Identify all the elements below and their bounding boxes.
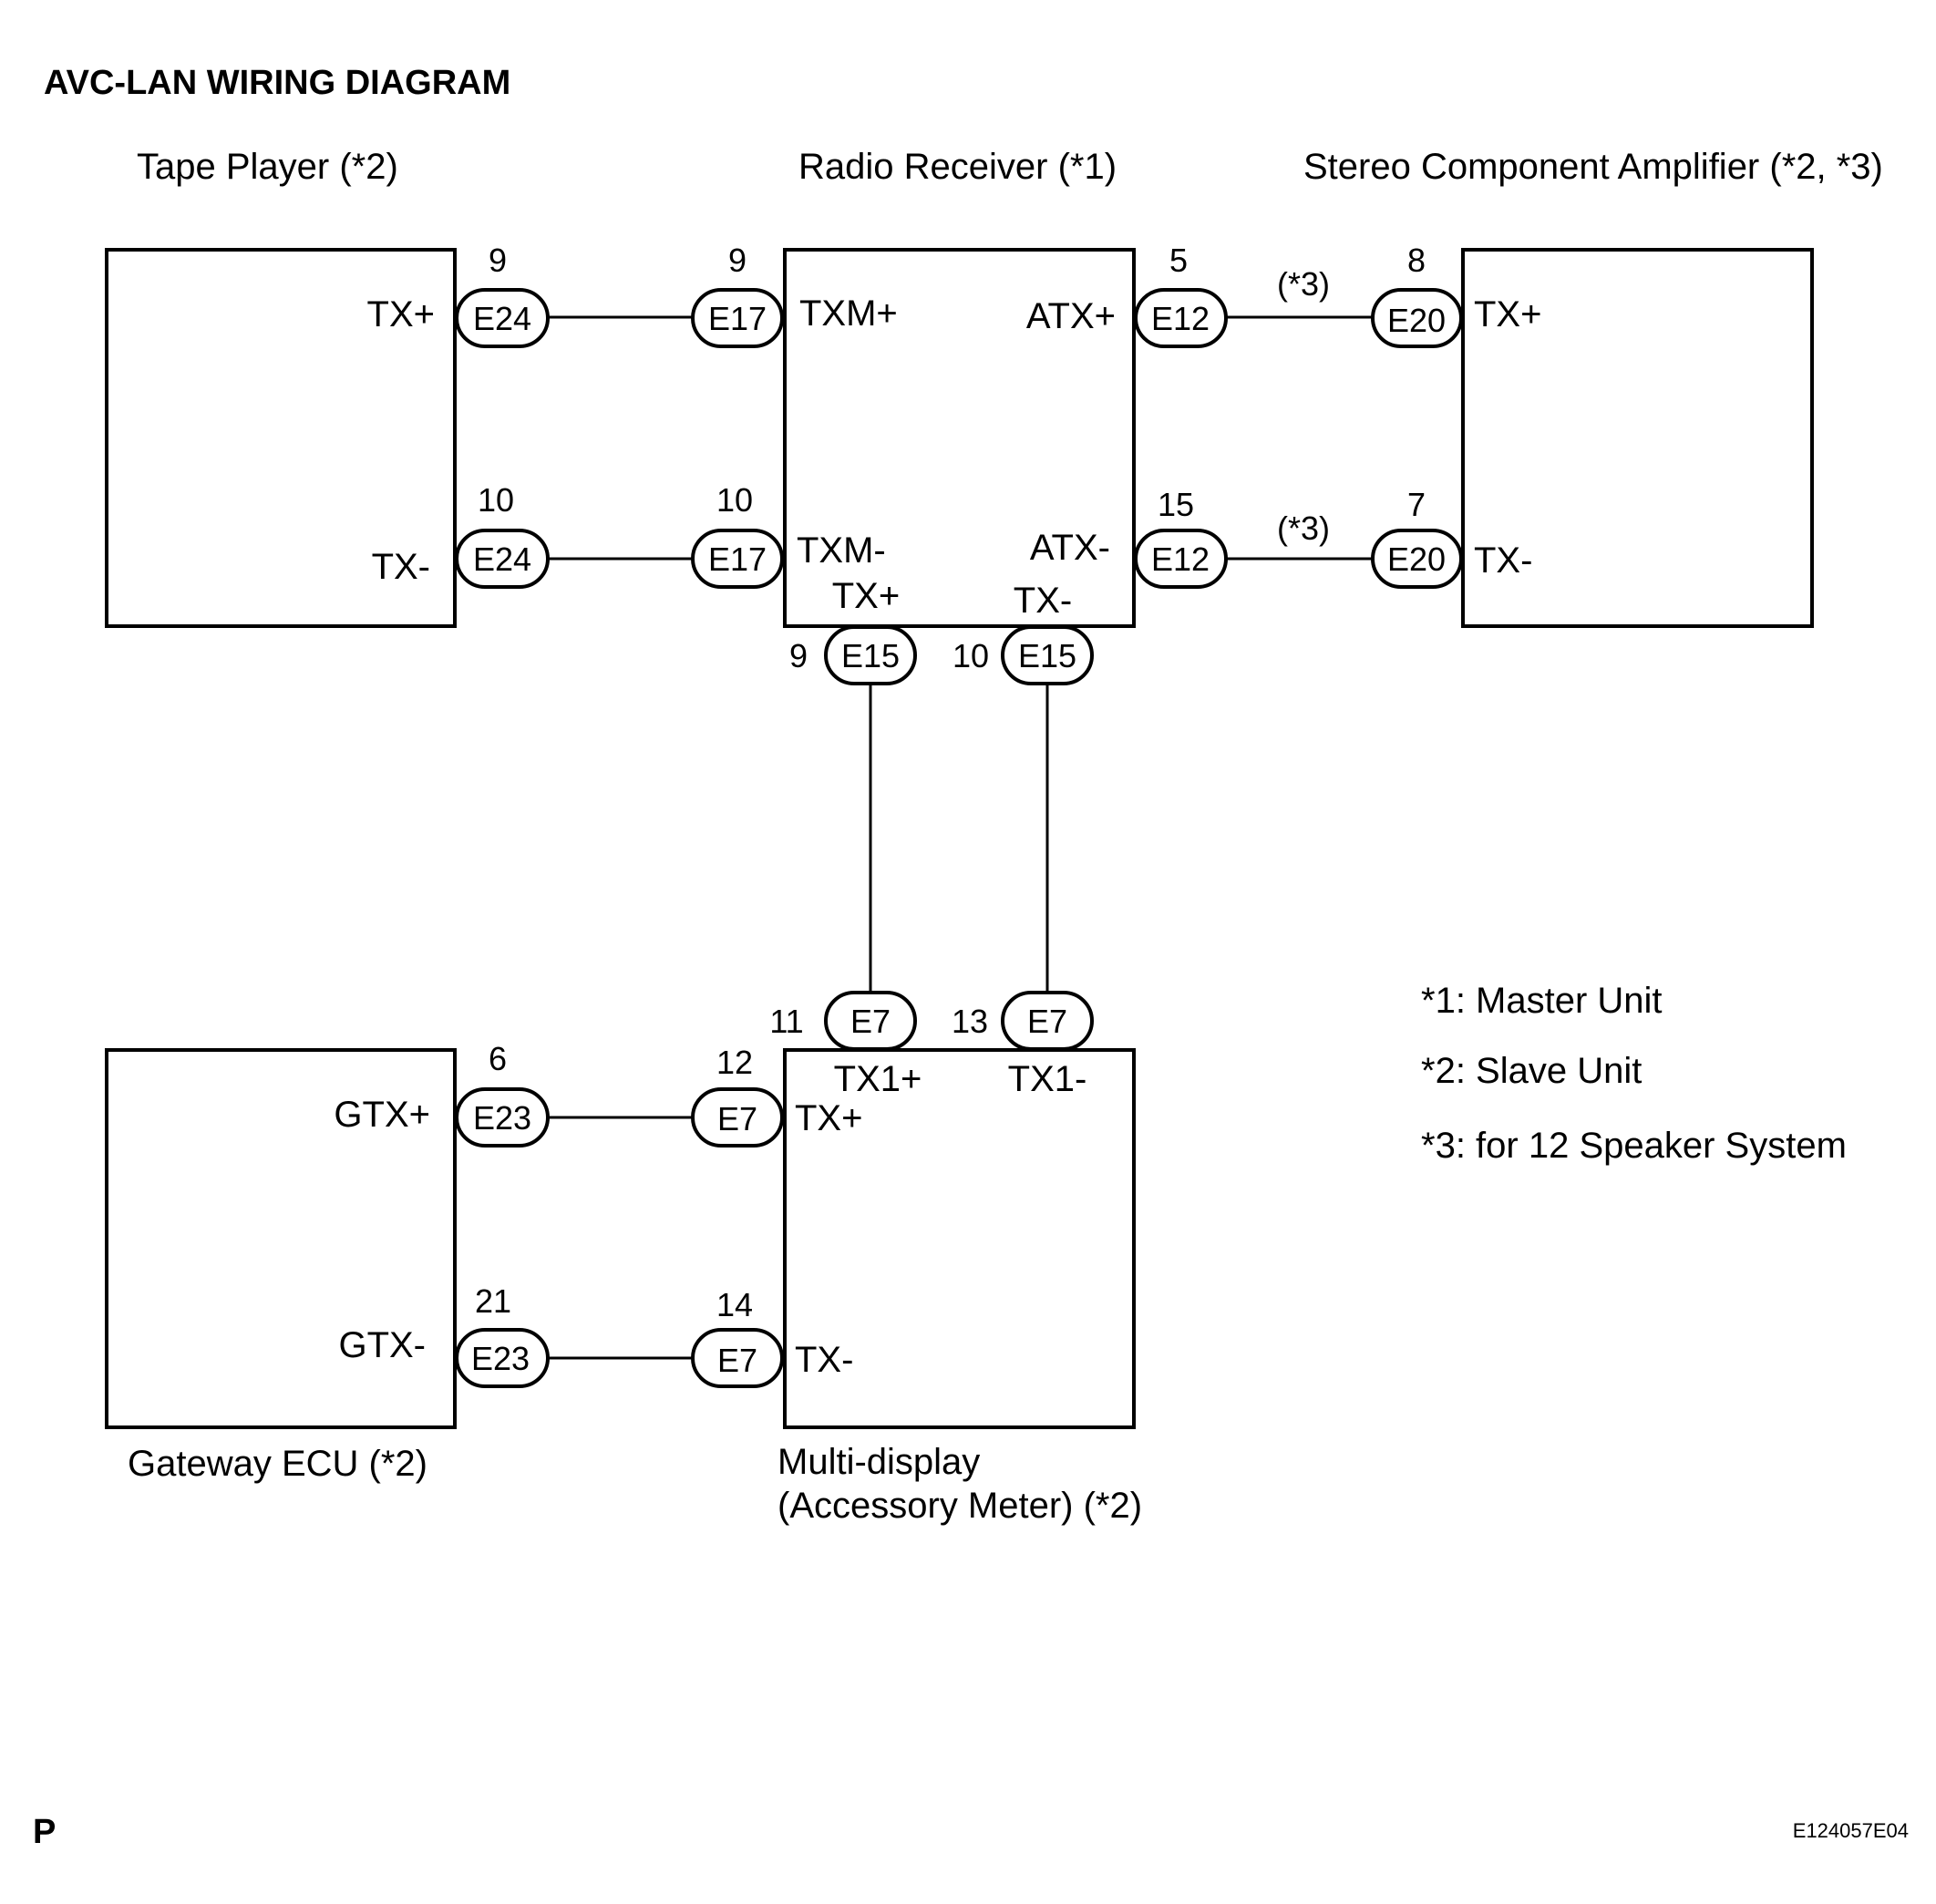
pin-number: 10 bbox=[478, 481, 514, 519]
connector-e12-15: E12 15 bbox=[1134, 486, 1228, 589]
diagram-title: AVC-LAN WIRING DIAGRAM bbox=[44, 64, 510, 102]
pin-number: 9 bbox=[789, 637, 808, 674]
connector-id: E15 bbox=[841, 637, 900, 674]
connector-id: E7 bbox=[850, 1003, 891, 1040]
connector-id: E17 bbox=[708, 540, 767, 578]
pin-number: 7 bbox=[1407, 486, 1426, 523]
figure-code: E124057E04 bbox=[1793, 1819, 1909, 1842]
pin-number: 9 bbox=[728, 242, 747, 279]
amp-tx-minus-label: TX- bbox=[1474, 540, 1532, 581]
connector-id: E7 bbox=[717, 1342, 757, 1379]
stereo-amp-label: Stereo Component Amplifier (*2, *3) bbox=[1303, 147, 1883, 187]
connector-id: E17 bbox=[708, 300, 767, 337]
pin-number: 11 bbox=[769, 1003, 803, 1040]
radio-receiver-box bbox=[783, 248, 1136, 628]
pin-number: 6 bbox=[489, 1040, 507, 1077]
connector-id: E24 bbox=[473, 300, 531, 337]
radio-receiver-label: Radio Receiver (*1) bbox=[798, 147, 1117, 187]
gateway-ecu-label: Gateway ECU (*2) bbox=[128, 1444, 427, 1484]
connector-id: E23 bbox=[473, 1099, 531, 1137]
display-tx-minus-label: TX- bbox=[795, 1340, 853, 1380]
tape-tx-plus-label: TX+ bbox=[367, 294, 435, 334]
pin-number: 12 bbox=[716, 1044, 753, 1081]
connector-e23-6: E23 6 bbox=[455, 1040, 550, 1148]
pin-number: 10 bbox=[953, 637, 989, 674]
connector-e15-10: E15 10 bbox=[953, 625, 1094, 685]
connector-e7-13: E7 13 bbox=[952, 991, 1094, 1051]
tape-tx-minus-label: TX- bbox=[372, 547, 430, 587]
connector-id: E12 bbox=[1151, 300, 1210, 337]
connector-e24-9: E24 9 bbox=[455, 242, 550, 348]
display-tx-plus-label: TX+ bbox=[795, 1098, 862, 1138]
tape-player-label: Tape Player (*2) bbox=[137, 147, 398, 187]
radio-tx-minus-label: TX- bbox=[1014, 581, 1072, 621]
connector-id: E7 bbox=[1027, 1003, 1067, 1040]
tape-player-box bbox=[105, 248, 457, 628]
corner-letter: P bbox=[33, 1813, 56, 1851]
display-tx1-plus-label: TX1+ bbox=[834, 1059, 922, 1099]
connector-e15-9: E15 9 bbox=[789, 625, 917, 685]
pin-number: 9 bbox=[489, 242, 507, 279]
connector-id: E24 bbox=[473, 540, 531, 578]
display-tx1-minus-label: TX1- bbox=[1008, 1059, 1087, 1099]
radio-tx-plus-label: TX+ bbox=[832, 576, 900, 616]
connector-id: E7 bbox=[717, 1100, 757, 1137]
radio-txm-plus-label: TXM+ bbox=[799, 293, 898, 334]
pin-number: 15 bbox=[1158, 486, 1194, 523]
connector-id: E15 bbox=[1018, 637, 1076, 674]
connector-e7-11: E7 11 bbox=[769, 991, 917, 1051]
gateway-gtx-plus-label: GTX+ bbox=[334, 1095, 430, 1135]
pin-number: 5 bbox=[1169, 242, 1188, 279]
connector-e12-5: E12 5 bbox=[1134, 242, 1228, 348]
pin-number: 13 bbox=[952, 1003, 988, 1040]
wire-note-amp-plus: (*3) bbox=[1277, 265, 1330, 303]
gateway-gtx-minus-label: GTX- bbox=[338, 1325, 426, 1365]
note-slave-unit: *2: Slave Unit bbox=[1421, 1051, 1642, 1091]
connector-e24-10: E24 10 bbox=[455, 481, 550, 589]
multi-display-box bbox=[783, 1048, 1136, 1429]
connector-e23-21: E23 21 bbox=[455, 1282, 550, 1388]
connector-e20-8: E20 8 bbox=[1371, 242, 1463, 348]
gateway-ecu-box bbox=[105, 1048, 457, 1429]
amp-tx-plus-label: TX+ bbox=[1474, 294, 1541, 334]
note-master-unit: *1: Master Unit bbox=[1421, 981, 1663, 1021]
connector-e17-9: E17 9 bbox=[691, 242, 784, 348]
connector-id: E20 bbox=[1387, 302, 1446, 339]
connector-id: E20 bbox=[1387, 540, 1446, 578]
connector-id: E12 bbox=[1151, 540, 1210, 578]
pin-number: 8 bbox=[1407, 242, 1426, 279]
radio-txm-minus-label: TXM- bbox=[797, 530, 886, 571]
radio-atx-minus-label: ATX- bbox=[1030, 528, 1110, 568]
connector-id: E23 bbox=[471, 1340, 530, 1377]
multi-display-label-line1: Multi-display bbox=[777, 1442, 980, 1482]
note-speaker-system: *3: for 12 Speaker System bbox=[1421, 1126, 1847, 1166]
pin-number: 21 bbox=[475, 1282, 511, 1320]
connector-e20-7: E20 7 bbox=[1371, 486, 1463, 589]
connector-e7-12: E7 12 bbox=[691, 1044, 784, 1148]
connector-e7-14: E7 14 bbox=[691, 1286, 784, 1388]
stereo-amp-box bbox=[1461, 248, 1814, 628]
wire-note-amp-minus: (*3) bbox=[1277, 509, 1330, 547]
pin-number: 10 bbox=[716, 481, 753, 519]
pin-number: 14 bbox=[716, 1286, 753, 1323]
radio-atx-plus-label: ATX+ bbox=[1026, 296, 1116, 336]
connector-e17-10: E17 10 bbox=[691, 481, 784, 589]
multi-display-label-line2: (Accessory Meter) (*2) bbox=[777, 1486, 1142, 1526]
